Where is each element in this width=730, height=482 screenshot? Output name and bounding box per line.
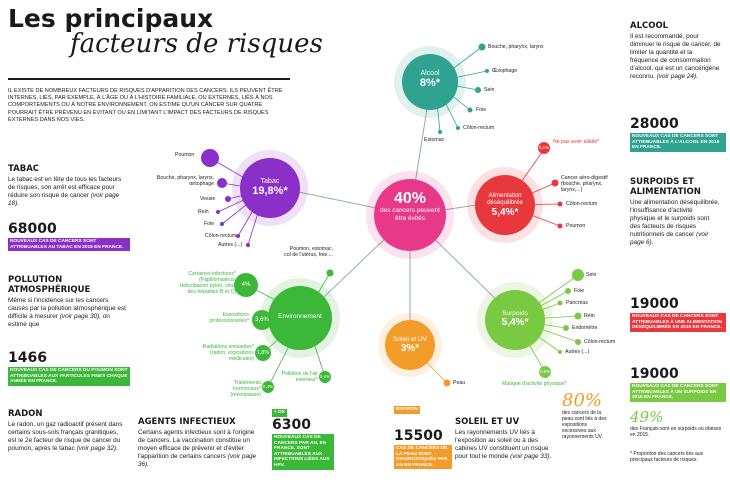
uv-pre: ENVIRON	[394, 406, 420, 414]
activite-value: 0,9%	[539, 369, 551, 374]
radon-title: RADON	[8, 409, 43, 419]
aliment-circle-text: Alimentation déséquilibrée 5,4%*	[487, 193, 523, 218]
infect-number: 6300	[272, 417, 311, 433]
alcool-circle-text: Alcool 8%*	[419, 70, 441, 89]
alcool-item: Bouche, pharynx, larynx	[488, 44, 544, 50]
env-circle-text: Environnement	[278, 313, 322, 320]
aliment-item: Ne pas avoir allaité*	[553, 139, 600, 145]
tabac-item: Foie	[204, 221, 215, 227]
tabac-number: 68000	[8, 221, 57, 237]
infect-tag: Nouveaux cas de cancers par an, en Franc…	[272, 434, 334, 470]
pollution-tag: Nouveaux cas de cancers du poumon sont a…	[8, 367, 130, 386]
tabac-item: Côlon-rectum	[205, 233, 237, 239]
aliment-item: Cancer aéro-digestif (bouche, pharynx, l…	[561, 175, 608, 193]
tabac-item: Bouche, pharynx, larynx, œsophage	[156, 175, 214, 187]
aliment-item: Côlon-rectum	[566, 201, 598, 207]
surpoids-item: Côlon-rectum	[584, 339, 616, 345]
alcool-item: Foie	[476, 107, 487, 113]
activite-label: Manque d'activité physique*	[502, 381, 567, 387]
tabac-item: Autres (...)	[218, 242, 243, 248]
surpoids-number-1: 19000	[630, 296, 679, 312]
uv-pct-text: des cancers de la peau sont liés à des e…	[562, 410, 607, 440]
title-rule	[8, 78, 290, 80]
alcool-text: Il est recommandé, pour diminuer le risq…	[630, 33, 721, 80]
page-subtitle: facteurs de risques	[70, 29, 323, 59]
alcool-item: Côlon-rectum	[463, 125, 495, 131]
radon-text: Le radon, un gaz radioactif présent dans…	[8, 421, 123, 452]
surpoids-pct: 49%	[630, 408, 664, 426]
page-title: Les principaux	[8, 4, 214, 33]
infect-pre: + DE	[272, 409, 287, 417]
surpoids-number-2: 19000	[630, 366, 679, 382]
env-value: 0,4%	[262, 384, 274, 389]
env-item: Certaines infections* (Papillomavirus, H…	[179, 271, 236, 295]
surpoids-circle	[485, 290, 545, 350]
uv-tag: Cas de cancers de la peau sont diagnosti…	[394, 445, 452, 470]
surpoids-circle-text: Surpoids 5,4%*	[501, 310, 529, 328]
surpoids-pct-text: des Français sont en surpoids ou obèses …	[630, 426, 722, 438]
env-item: Traitements hormonaux* (ménopause)	[230, 380, 261, 398]
surpoids-tag-1: Nouveaux cas de cancers sont attribuable…	[630, 313, 726, 332]
uv-pct: 80%	[562, 390, 603, 411]
surpoids-item: Autres (...)	[565, 349, 590, 355]
tabac-item: Vessie	[200, 196, 216, 202]
env-value: 0,4%	[319, 374, 331, 379]
aliment-small-value: 0,1%	[538, 145, 550, 150]
center-circle	[374, 179, 446, 251]
alcool-item: Estomac	[424, 137, 445, 143]
tabac-text: Le tabac est en tête de tous les facteur…	[8, 176, 122, 207]
uv-title: SOLEIL ET UV	[455, 417, 520, 427]
alcool-circle	[402, 54, 458, 110]
surpoids-tag-2: Nouveaux cas de cancers sont attribuable…	[630, 383, 726, 402]
aliment-circle	[475, 175, 535, 235]
env-value: 4%	[241, 282, 251, 288]
uv-circle	[385, 320, 435, 370]
env-value: 1,8%	[256, 350, 270, 356]
tabac-title: TABAC	[8, 164, 40, 174]
surpoids-text: Une alimentation déséquilibrée, l'insuff…	[630, 199, 720, 246]
surpoids-item: Endomètre	[572, 325, 598, 331]
env-item: Pollution de l'air extérieur*	[281, 371, 318, 383]
env-circle	[268, 286, 332, 350]
surpoids-item: Pancréas	[566, 300, 588, 306]
tabac-item: Rein	[198, 209, 209, 215]
surpoids-title: SURPOIDS ET ALIMENTATION	[630, 177, 701, 197]
uv-item: Peau	[453, 380, 466, 386]
tabac-tag: Nouveaux cas de cancers sont attribuable…	[8, 238, 130, 252]
footnote: * Proportion des cancers liés aux princi…	[630, 451, 704, 463]
center-circle-text: 40% des cancers peuvent être évités	[380, 190, 440, 222]
uv-text: Les rayonnements UV liés à l'exposition …	[455, 429, 552, 460]
alcool-item: Sein	[484, 87, 495, 93]
env-value: 3,6%	[255, 317, 269, 323]
env-item: Expositions professionnelles*	[209, 312, 249, 324]
pollution-number: 1466	[8, 350, 47, 366]
alcool-number: 28000	[630, 116, 679, 132]
alcool-tag: Nouveaux cas de cancers sont attribuable…	[630, 133, 726, 152]
intro-text: Il existe de nombreux facteurs de risque…	[8, 88, 283, 123]
uv-number: 15500	[394, 428, 443, 444]
tabac-circle	[240, 158, 300, 218]
infect-title: AGENTS INFECTIEUX	[138, 417, 236, 427]
surpoids-item: Sein	[586, 272, 597, 278]
alcool-title: ALCOOL	[630, 21, 669, 31]
pollution-title: POLLUTION ATMOSPHÉRIQUE	[8, 275, 91, 295]
uv-circle-text: Soleil et UV 3%*	[393, 336, 427, 354]
env-item: Radiations ionisantes* (radon, expositio…	[202, 344, 254, 362]
pollution-text: Même si l'incidence sur les cancers caus…	[8, 297, 126, 328]
surpoids-item: Rein	[584, 313, 595, 319]
tabac-item: Poumon	[175, 152, 195, 158]
infect-text: Certains agents infectieux sont à l'orig…	[138, 429, 257, 468]
tabac-circle-text: Tabac 19,8%*	[252, 178, 288, 197]
env-other: Poumon, estomac, col de l'utérus, foie..…	[284, 246, 333, 258]
aliment-item: Poumon	[566, 223, 586, 229]
alcool-item: Œsophage	[492, 68, 518, 74]
surpoids-item: Foie	[574, 288, 585, 294]
